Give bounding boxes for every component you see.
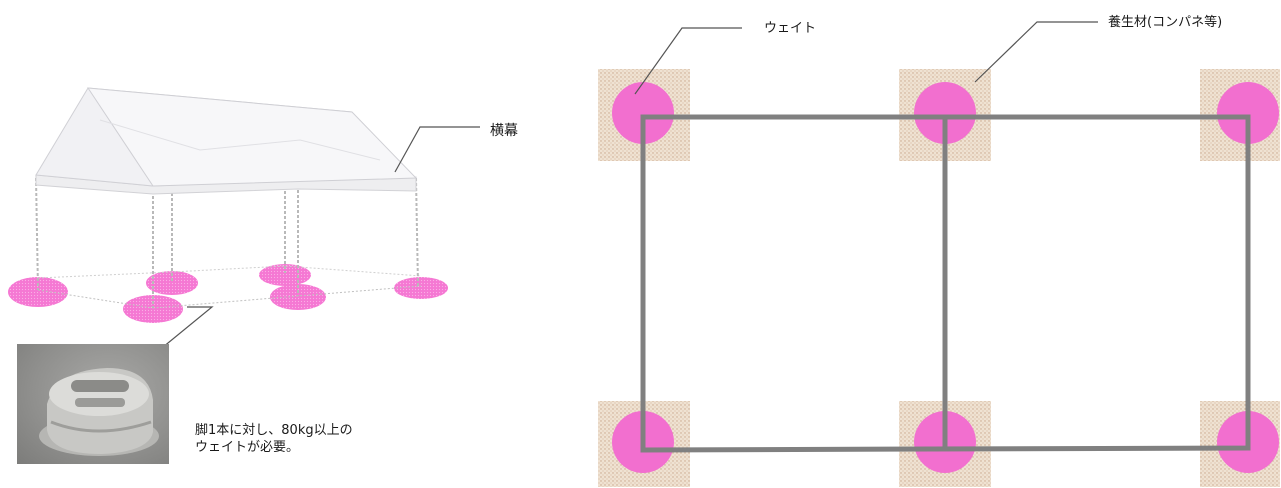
tent-roof-main [87,87,418,187]
tent-legs [35,176,419,308]
weight-label: ウェイト [764,21,817,36]
note-line-1: 脚1本に対し、80kg以上の [195,423,353,438]
banner-leader-line [394,126,480,173]
weight-ellipse [123,295,183,323]
weight-ellipse [270,284,326,310]
weight-leader-line [634,27,742,95]
weight-photo [17,344,169,464]
weight-circle [612,82,674,144]
tent-illustration [8,87,480,371]
weight-ellipse [146,271,198,295]
layout-top-view [598,21,1280,487]
weight-ellipse [394,277,448,299]
tent-frame [640,114,1251,453]
weight-circle [914,82,976,144]
tent-base-outline [37,285,422,309]
tent-base-back-outline [37,265,422,279]
side-banner-label: 横幕 [490,123,518,139]
weight-ellipse [8,277,68,307]
protection-leader-line [974,21,1098,83]
weight-requirement-note: 脚1本に対し、80kg以上の ウェイトが必要。 [195,422,353,456]
note-line-2: ウェイトが必要。 [195,440,300,455]
protection-label: 養生材(コンパネ等) [1108,15,1223,30]
weight-circle [1217,82,1279,144]
